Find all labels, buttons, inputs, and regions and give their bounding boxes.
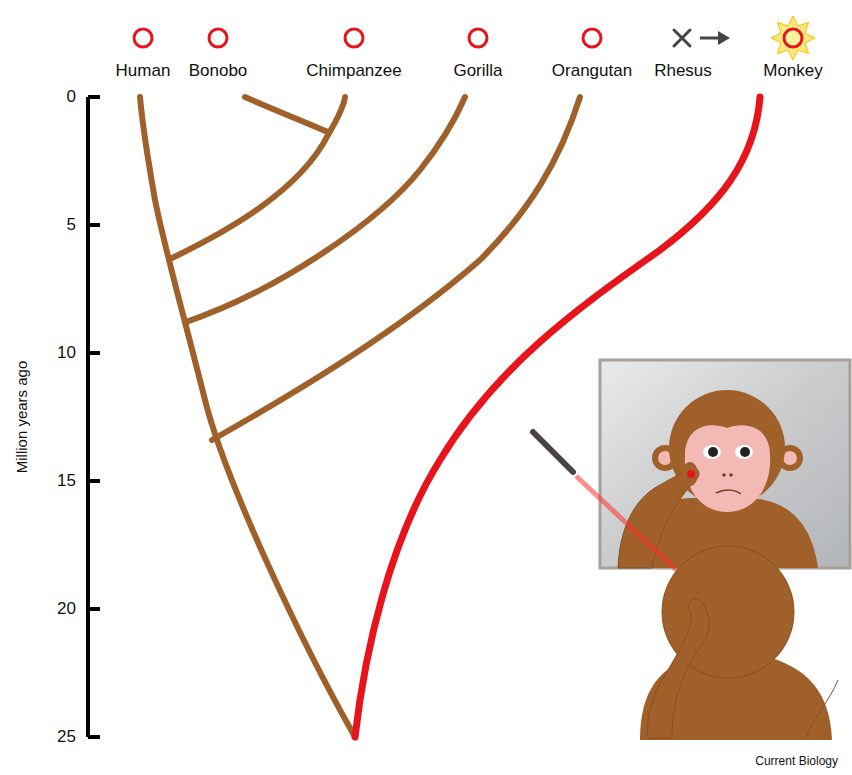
- axis-title: Million years ago: [14, 361, 31, 474]
- time-axis: [88, 97, 100, 737]
- species-name: Human: [116, 62, 171, 81]
- monkey-back: [640, 546, 838, 740]
- failure-cross: [674, 30, 690, 46]
- axis-tick: 0: [67, 88, 76, 107]
- species-name: Bonobo: [189, 62, 248, 81]
- species-name: Gorilla: [453, 62, 502, 81]
- species-name: Chimpanzee: [306, 62, 401, 81]
- axis-tick: 10: [57, 344, 76, 363]
- species-name: Rhesus: [654, 62, 712, 81]
- success-burst: [771, 16, 815, 60]
- laser-pointer: [533, 432, 573, 472]
- axis-tick: 5: [67, 216, 76, 235]
- ape-branches: [140, 97, 580, 737]
- journal-credit: Current Biology: [755, 755, 838, 768]
- species-name: Monkey: [763, 62, 823, 81]
- species-name: Orangutan: [552, 62, 632, 81]
- mirror-test-marks: [134, 29, 601, 47]
- axis-tick: 20: [57, 600, 76, 619]
- axis-tick: 15: [57, 472, 76, 491]
- change-arrow: [700, 31, 730, 45]
- axis-tick: 25: [57, 728, 76, 747]
